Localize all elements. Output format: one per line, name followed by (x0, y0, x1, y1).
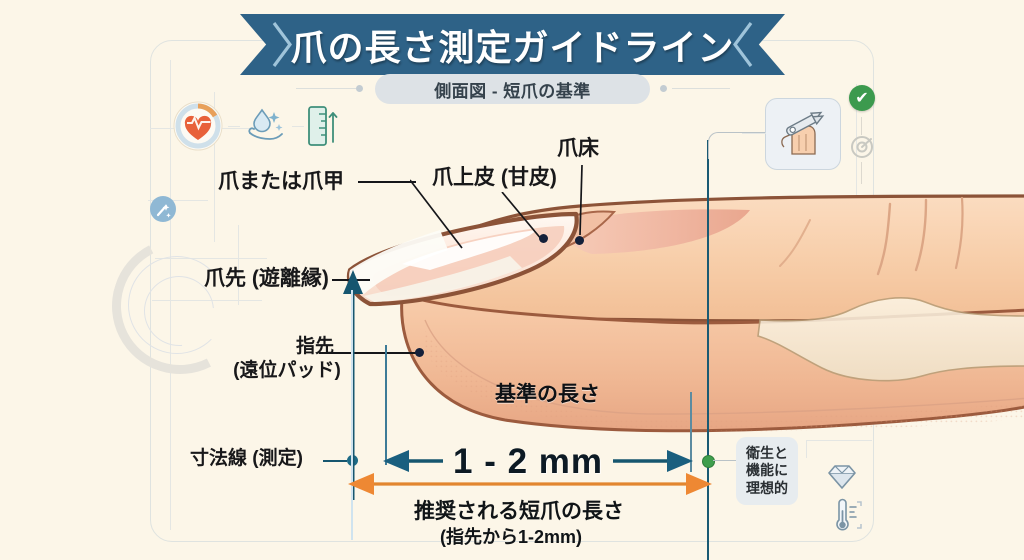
subtitle-connector (672, 88, 730, 89)
label-cuticle: 爪上皮 (甘皮) (432, 166, 557, 189)
check-icon: ✔ (849, 85, 875, 111)
leader-line-cuticle (500, 191, 550, 244)
nail-clipper-icon (765, 98, 841, 170)
leader-line-dimension (323, 460, 347, 462)
label-nail-bed: 爪床 (557, 137, 599, 160)
recommendation-text: 推奨される短爪の長さ (414, 500, 624, 523)
icon-connector (292, 126, 304, 127)
recommendation-detail: (指先から1-2mm) (440, 527, 583, 547)
label-dimension-line: 寸法線 (測定) (190, 448, 303, 469)
label-fingertip-line1: 指先 (295, 336, 334, 357)
guide-line-vertical (856, 84, 857, 204)
label-free-edge: 爪先 (遊離縁) (204, 267, 329, 290)
heart-pulse-icon (172, 100, 224, 152)
leader-line-nail-plate-diagonal (409, 178, 470, 250)
guide-line-horizontal (806, 440, 872, 441)
anchor-dot-nail-bed (575, 236, 584, 245)
anchor-dot-callout (702, 455, 715, 468)
guide-line-vertical (238, 225, 239, 305)
page-title: 爪の長さ測定ガイドライン (290, 26, 735, 68)
sparkle-icon (150, 196, 176, 222)
extension-line-inner-right (690, 392, 692, 472)
label-nail-plate: 爪または爪甲 (218, 170, 344, 193)
callout-connector (713, 460, 737, 462)
anchor-dot-cuticle (539, 234, 548, 243)
dimension-value: 1 - 2 mm (443, 442, 613, 482)
subtitle-dot-left (356, 85, 363, 92)
check-glyph: ✔ (855, 90, 869, 107)
label-fingertip-line2: (遠位パッド) (233, 360, 341, 381)
guide-line-vertical (214, 92, 215, 242)
finger-side-view-illustration (330, 170, 1024, 450)
label-reference-length: 基準の長さ (495, 383, 600, 406)
leader-line-nail-plate (358, 181, 416, 183)
vertical-dimension-arrow (340, 270, 366, 500)
reference-line-right (707, 140, 709, 560)
dimension-arrow-recommended (348, 470, 712, 498)
guide-line-vertical (806, 440, 807, 458)
guide-line-horizontal (148, 200, 208, 201)
decorative-arc (128, 256, 226, 354)
hand-wash-icon (244, 106, 286, 146)
icon-divider (861, 117, 863, 135)
callout-line1: 衛生と (746, 444, 788, 461)
subtitle-dot-right (660, 85, 667, 92)
extension-line-inner-left (385, 345, 387, 465)
page-subtitle: 側面図 - 短爪の基準 (375, 74, 650, 104)
icon-divider (861, 162, 863, 184)
anchor-dot-fingertip (415, 348, 424, 357)
callout-box: 衛生と 機能に 理想的 (736, 437, 798, 505)
callout-elbow-top (708, 132, 765, 159)
thermometer-icon (828, 498, 862, 534)
title-banner (240, 14, 785, 75)
ruler-icon (306, 104, 340, 148)
icon-connector (228, 126, 240, 127)
subtitle-connector (296, 88, 356, 89)
icon-connector (742, 133, 766, 134)
guide-line-horizontal (155, 258, 267, 259)
callout-line3: 理想的 (746, 479, 788, 496)
extension-line-left-light (351, 290, 353, 540)
leader-line-nail-bed (578, 164, 586, 237)
gem-icon (825, 462, 859, 492)
target-icon (850, 135, 874, 159)
leader-line-fingertip (319, 352, 421, 354)
callout-line2: 機能に (746, 462, 788, 479)
